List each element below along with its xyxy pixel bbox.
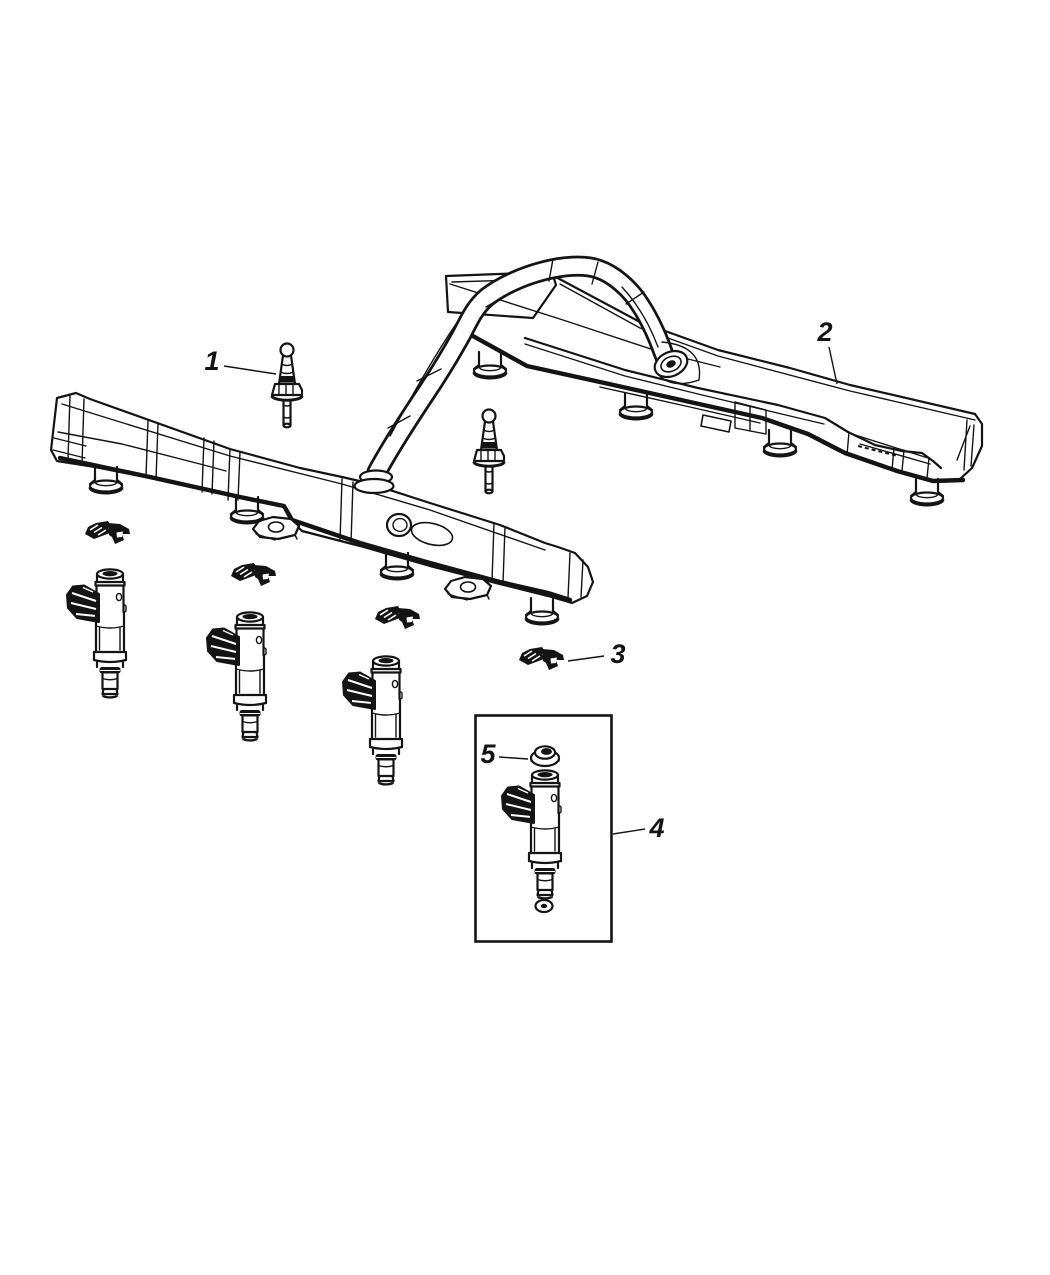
left-rail-shadow-edge: [57, 455, 573, 603]
retainer-clip-3: [374, 605, 421, 630]
left-rail-boss-4: [524, 596, 560, 626]
callout-3-label: 3: [610, 639, 625, 669]
retainer-clip-2: [230, 562, 277, 587]
tube-to-left-rail-fitting: [353, 469, 395, 495]
callout-4-label: 4: [648, 813, 664, 843]
injector-tip-seal: [534, 898, 554, 914]
right-rail-boss-4: [909, 477, 945, 507]
left-rail-mounting-ear-2: [443, 575, 493, 602]
rail-mounting-stud-1: [270, 342, 304, 429]
injector-kit-inset-box: [474, 714, 613, 943]
fuel-crossover-tube: [353, 255, 701, 495]
right-rail-boss-2: [618, 391, 654, 421]
right-fuel-rail: [444, 270, 984, 507]
fuel-injector-3: [341, 655, 404, 786]
right-rail-boss-3: [762, 428, 798, 458]
callout-2-leader: [828, 346, 838, 385]
fuel-injector-2: [205, 611, 268, 742]
callouts: 1 2 3 4 5: [204, 317, 838, 843]
fuel-inlet-port: [385, 512, 454, 547]
injector-seal: [529, 745, 561, 768]
callout-3-leader: [567, 655, 605, 662]
callout-1-label: 1: [204, 346, 219, 376]
rail-mounting-stud-2: [472, 408, 506, 495]
right-rail-shadow-edge: [459, 327, 966, 484]
tube-to-right-rail-fitting: [653, 341, 701, 385]
right-rail-boss-1: [472, 350, 508, 380]
callout-5-leader: [498, 756, 529, 760]
fuel-injector-1: [65, 568, 128, 699]
retainer-clip-4: [518, 646, 565, 671]
callout-4-leader: [612, 828, 646, 835]
left-fuel-rail: [49, 391, 595, 626]
callout-5-label: 5: [480, 739, 496, 769]
left-rail-boss-1: [88, 465, 124, 495]
callout-2-label: 2: [816, 317, 832, 347]
retainer-clip-1: [84, 520, 131, 545]
callout-1-leader: [223, 365, 277, 375]
left-rail-boss-2: [229, 495, 265, 525]
